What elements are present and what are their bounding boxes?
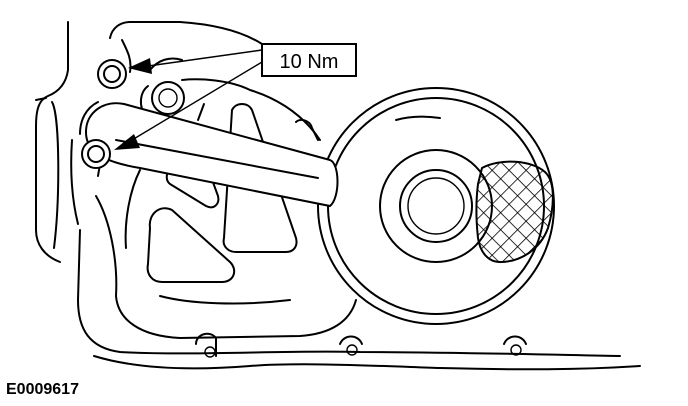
bolt-upper: [97, 59, 127, 89]
lower-flange: [93, 332, 641, 371]
torque-callout: 10 Nm: [261, 43, 357, 77]
torque-label: 10 Nm: [280, 51, 339, 73]
figure-id: E0009617: [6, 381, 79, 398]
callout-leaders: [114, 49, 263, 150]
bolt-lower: [81, 139, 111, 169]
housing-outline: [35, 21, 621, 357]
crankshaft-pulley: [317, 87, 555, 325]
mounting-strap: [84, 102, 339, 208]
